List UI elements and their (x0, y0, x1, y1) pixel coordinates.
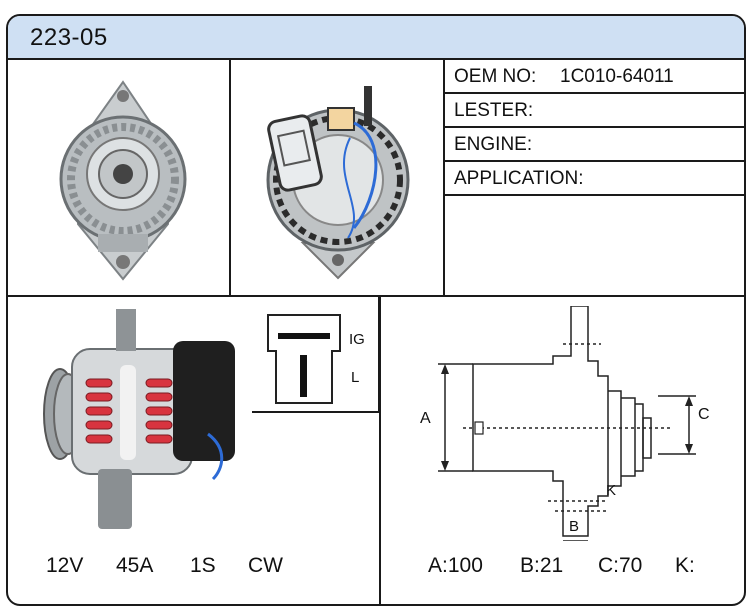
dimension-a: A:100 (428, 554, 483, 577)
divider (443, 58, 445, 296)
divider (8, 295, 744, 297)
dimension-a-label: A (420, 410, 431, 427)
plug: 1S (190, 554, 216, 577)
dimension-b-label: B (569, 518, 580, 535)
dimension-b: B:21 (520, 554, 564, 577)
connector-plug-icon (267, 314, 341, 404)
current: 45A (116, 554, 154, 577)
product-card: 223-05 OEM NO: 1C010-64011 LESTER: ENGIN… (6, 14, 746, 606)
connector-box (252, 297, 380, 413)
dimension-k-label: K (606, 482, 617, 499)
spec-row-engine: ENGINE: (445, 128, 744, 162)
alternator-rear-photo (266, 86, 410, 280)
alternator-front-photo (59, 80, 187, 281)
connector-diagram: IG L (252, 297, 380, 413)
spec-key: LESTER: (454, 100, 534, 121)
voltage: 12V (46, 554, 84, 577)
dimension-drawing (438, 306, 696, 541)
spec-row-lester: LESTER: (445, 94, 744, 128)
dimension-k: K: (675, 554, 695, 577)
spec-row-application: APPLICATION: (445, 162, 744, 196)
terminal-l-label: L (351, 369, 360, 386)
divider (229, 58, 231, 296)
rotation: CW (248, 554, 283, 577)
dimension-c: C:70 (598, 554, 643, 577)
spec-value: 1C010-64011 (560, 66, 674, 87)
terminal-ig-label: IG (349, 331, 365, 348)
card-header: 223-05 (8, 16, 744, 60)
dimension-c-label: C (698, 406, 710, 423)
divider (379, 297, 381, 604)
model-number: 223-05 (30, 24, 108, 51)
spec-key: OEM NO: (454, 66, 537, 87)
alternator-side-photo (43, 309, 235, 529)
spec-row-oem: OEM NO: 1C010-64011 (445, 60, 744, 94)
spec-key: ENGINE: (454, 134, 533, 155)
spec-key: APPLICATION: (454, 168, 584, 189)
